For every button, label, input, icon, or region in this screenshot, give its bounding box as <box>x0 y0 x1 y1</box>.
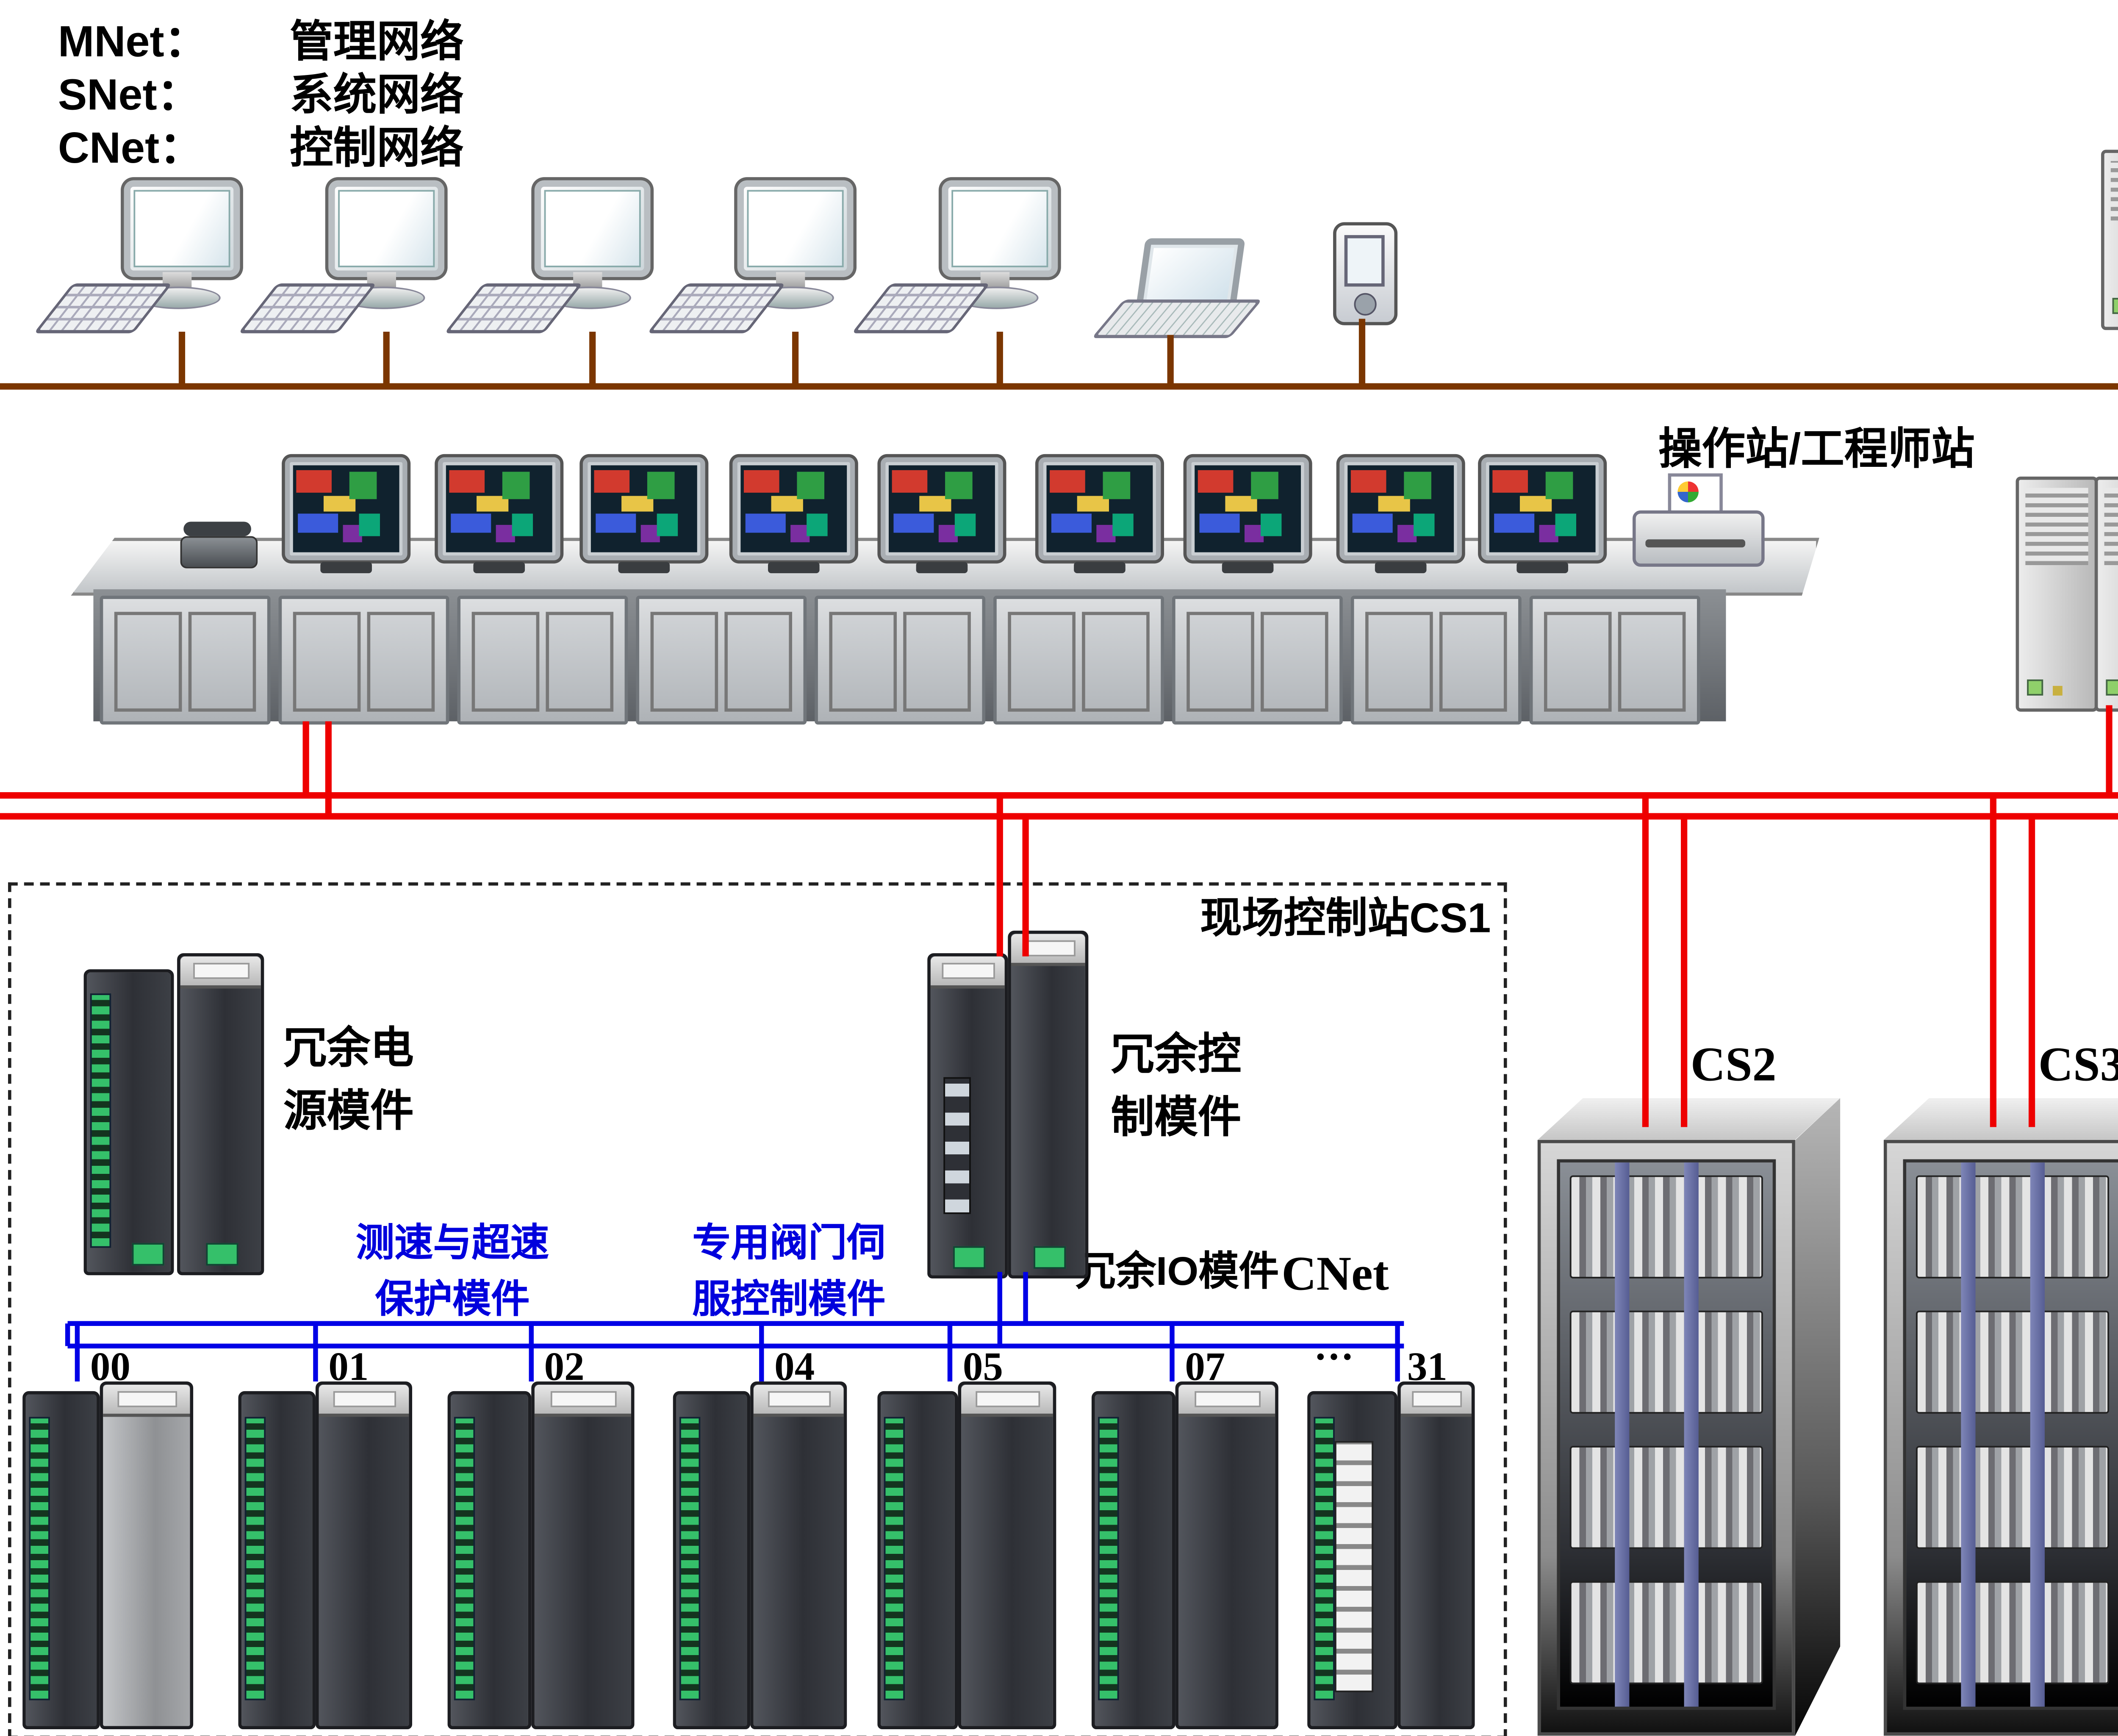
cabinet-cs2 <box>1537 1098 1844 1736</box>
desktop-workstation-2 <box>238 180 448 338</box>
io-module-02 <box>447 1381 635 1730</box>
keyboard <box>444 283 583 333</box>
controller-module-label: 冗余控 制模件 <box>1111 1030 1242 1142</box>
io-module-00 <box>22 1381 194 1730</box>
monitor <box>328 180 445 277</box>
console-cabinet <box>457 596 628 725</box>
io-slot-number: 01 <box>328 1346 369 1390</box>
monitor <box>534 180 651 277</box>
monitor <box>124 180 240 277</box>
data-server-tower <box>2015 477 2098 712</box>
console-cabinet <box>1172 596 1343 725</box>
operator-monitor-8 <box>1339 457 1462 574</box>
io-slot-ellipsis: ··· <box>1314 1336 1354 1380</box>
operator-monitor-5 <box>881 457 1003 574</box>
laptop <box>1091 238 1263 338</box>
operator-monitor-4 <box>732 457 855 574</box>
legend-abbr-snet: SNet： <box>58 71 201 119</box>
io-module-01 <box>238 1381 413 1730</box>
server-tower <box>2101 150 2118 330</box>
cs1-title: 现场控制站CS1 <box>1200 893 1491 942</box>
io-module-04 <box>673 1381 847 1730</box>
legend-row-snet: SNet： 系统网络 <box>58 60 464 119</box>
desktop-workstation-5 <box>851 180 1061 338</box>
operator-station-label: 操作站/工程师站 <box>1658 425 1975 474</box>
operator-monitor-1 <box>285 457 408 574</box>
operator-monitor-3 <box>582 457 705 574</box>
telephone <box>180 521 258 568</box>
console-cabinet <box>1529 596 1700 725</box>
legend: MNet： 管理网络 SNet： 系统网络 CNet： 控制网络 <box>58 6 464 172</box>
operator-monitor-2 <box>438 457 560 574</box>
operator-monitor-6 <box>1038 457 1161 574</box>
operator-monitor-9 <box>1481 457 1604 574</box>
power-module-label: 冗余电 源模件 <box>283 1024 414 1136</box>
desktop-workstation-4 <box>647 180 857 338</box>
redundant-controller-module <box>927 921 1101 1278</box>
operator-monitor-7 <box>1187 457 1309 574</box>
desktop-workstation-3 <box>444 180 654 338</box>
keyboard <box>238 283 377 333</box>
keyboard <box>33 283 173 333</box>
handheld-terminal <box>1333 222 1398 325</box>
speed-protection-label: 测速与超速 保护模件 <box>355 1222 549 1322</box>
console-cabinet <box>993 596 1164 725</box>
handset-icon <box>183 521 251 536</box>
legend-name-mnet: 管理网络 <box>290 17 464 66</box>
io-module-31 <box>1307 1381 1475 1730</box>
io-slot-number: 02 <box>544 1346 585 1390</box>
console-cabinet <box>636 596 807 725</box>
cnet-label: CNet <box>1281 1248 1389 1301</box>
io-module-label: 冗余IO模件 <box>1075 1249 1279 1295</box>
monitor <box>942 180 1058 277</box>
console-cabinet <box>278 596 449 725</box>
io-slot-number: 00 <box>90 1346 130 1390</box>
printer <box>1633 473 1765 567</box>
console-cabinet <box>815 596 986 725</box>
io-slot-number: 04 <box>774 1346 815 1390</box>
legend-row-cnet: CNet： 控制网络 <box>58 113 464 172</box>
cs3-label: CS3 <box>2038 1038 2118 1092</box>
keyboard <box>647 283 786 333</box>
io-module-05 <box>877 1381 1056 1730</box>
legend-abbr-mnet: MNet： <box>58 17 208 66</box>
desktop-workstation-1 <box>33 180 243 338</box>
cabinet-cs3 <box>1883 1098 2118 1736</box>
redundant-power-module <box>83 947 264 1276</box>
io-slot-number: 31 <box>1407 1346 1447 1390</box>
legend-abbr-cnet: CNet： <box>58 124 203 172</box>
legend-name-cnet: 控制网络 <box>290 124 464 172</box>
io-module-07 <box>1091 1381 1278 1730</box>
data-server-tower <box>2094 477 2118 712</box>
console-cabinet <box>100 596 271 725</box>
legend-row-mnet: MNet： 管理网络 <box>58 6 464 66</box>
cs2-label: CS2 <box>1690 1038 1777 1092</box>
console-cabinet <box>1350 596 1522 725</box>
color-wheel-icon <box>1677 481 1699 502</box>
io-slot-number: 05 <box>962 1346 1003 1390</box>
legend-name-snet: 系统网络 <box>290 71 464 119</box>
valve-servo-label: 专用阀门伺 服控制模件 <box>692 1222 886 1322</box>
io-slot-number: 07 <box>1185 1346 1225 1390</box>
monitor <box>737 180 854 277</box>
keyboard <box>851 283 990 333</box>
